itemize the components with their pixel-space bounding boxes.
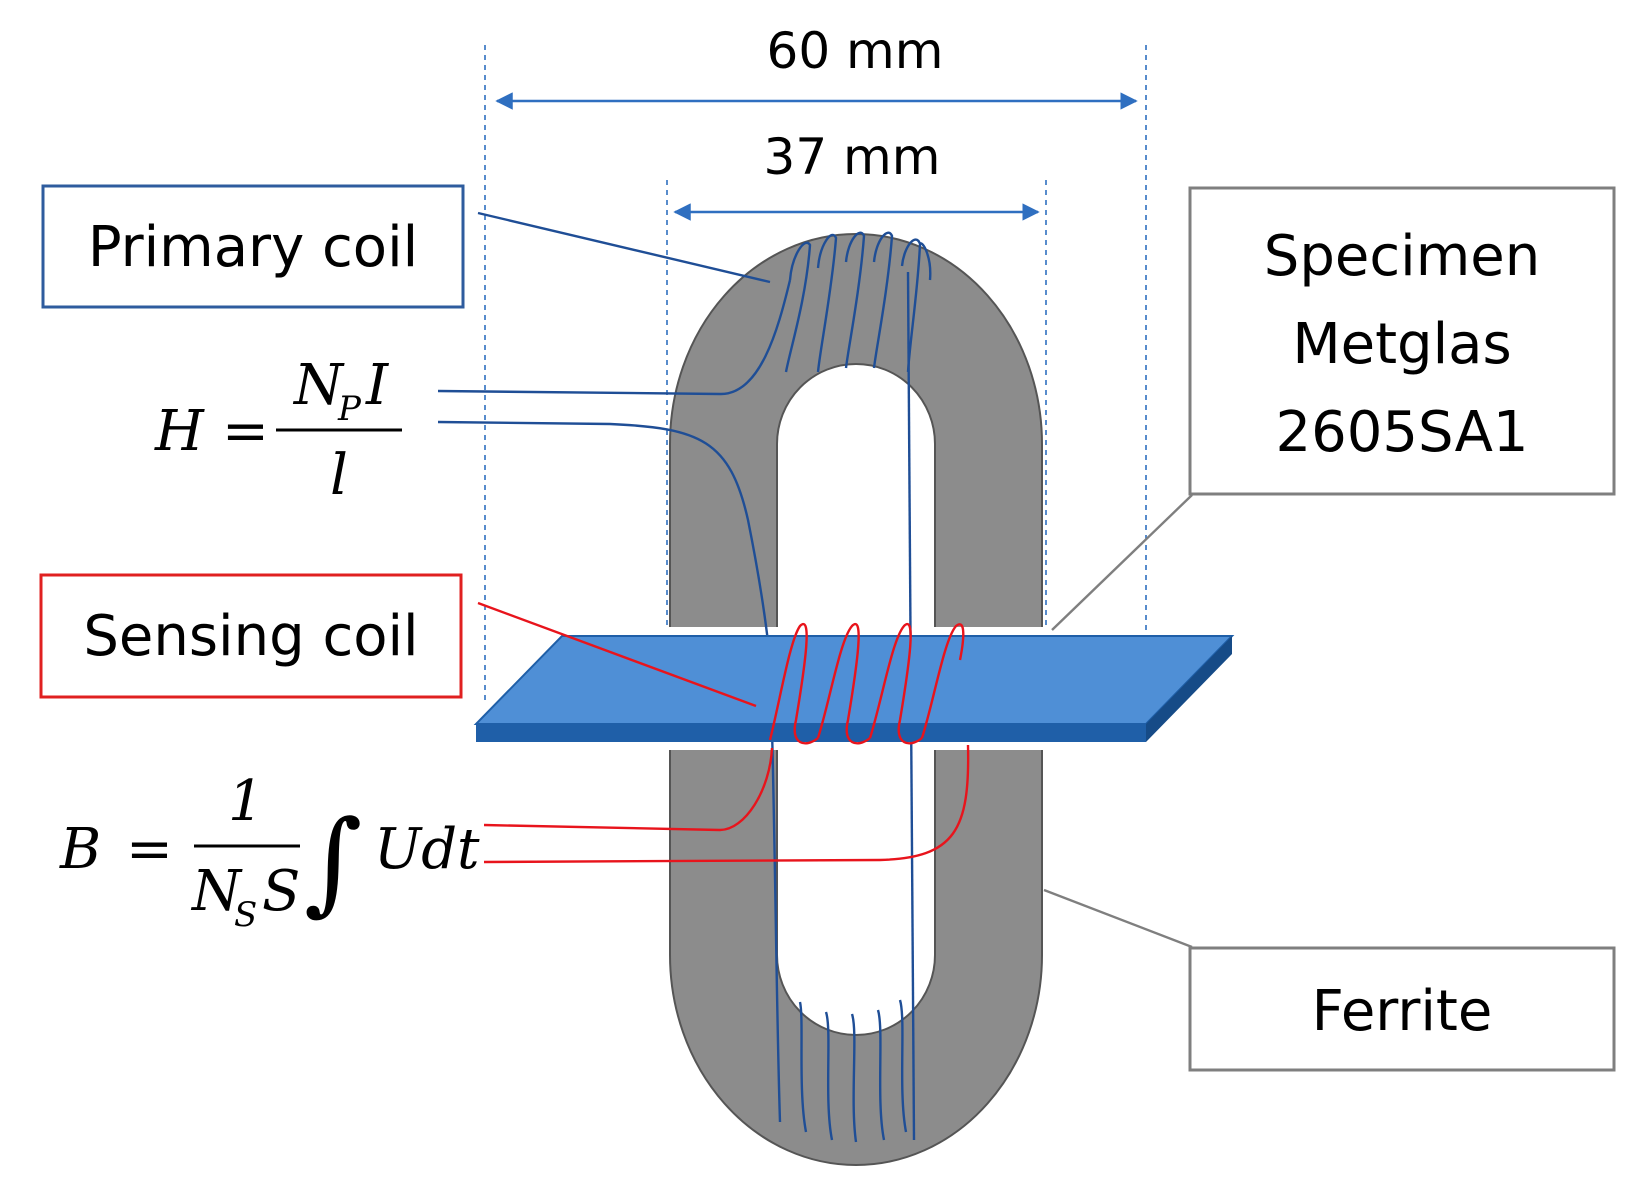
b-field-equation: B = 1 N S S ∫ Udt <box>59 769 480 935</box>
svg-text:1: 1 <box>228 769 264 834</box>
svg-text:I: I <box>365 353 390 418</box>
svg-text:N: N <box>190 859 243 924</box>
svg-text:∫: ∫ <box>304 797 362 927</box>
svg-text:Udt: Udt <box>374 817 480 882</box>
sensing-coil-leads <box>483 744 970 864</box>
svg-text:P: P <box>337 389 362 429</box>
sensing-coil-box <box>39 573 463 699</box>
svg-text:N: N <box>292 353 345 418</box>
svg-text:=: = <box>126 817 173 882</box>
inner-width-label: 37 mm <box>764 128 941 186</box>
dimension-guides <box>484 45 1147 705</box>
ferrite-leader <box>1043 888 1193 949</box>
primary-coil-box <box>41 184 465 309</box>
primary-coil-leader <box>477 211 771 284</box>
specimen-leader <box>1051 494 1193 631</box>
sensing-coil-leader <box>477 601 757 708</box>
svg-text:S: S <box>262 859 300 924</box>
svg-text:H: H <box>154 399 205 464</box>
ferrite-box <box>1188 946 1616 1072</box>
ferrite-label: Ferrite <box>1312 979 1493 1044</box>
outer-width-label: 60 mm <box>767 22 944 80</box>
ferrite-core <box>669 233 1043 1166</box>
primary-coil-leads <box>437 279 792 661</box>
h-field-equation: H = N P I l <box>154 353 402 508</box>
svg-text:S: S <box>234 895 257 935</box>
specimen-box <box>1188 186 1616 496</box>
sensing-coil-winding <box>768 622 965 745</box>
specimen-label-line3: 2605SA1 <box>1275 400 1528 465</box>
specimen-label-line2: Metglas <box>1292 312 1511 377</box>
svg-text:B: B <box>59 817 101 882</box>
svg-text:=: = <box>222 399 269 464</box>
sensing-coil-label: Sensing coil <box>83 604 418 669</box>
specimen-label-line1: Specimen <box>1264 224 1540 289</box>
primary-coil-label: Primary coil <box>88 215 418 280</box>
svg-text:l: l <box>330 443 348 508</box>
